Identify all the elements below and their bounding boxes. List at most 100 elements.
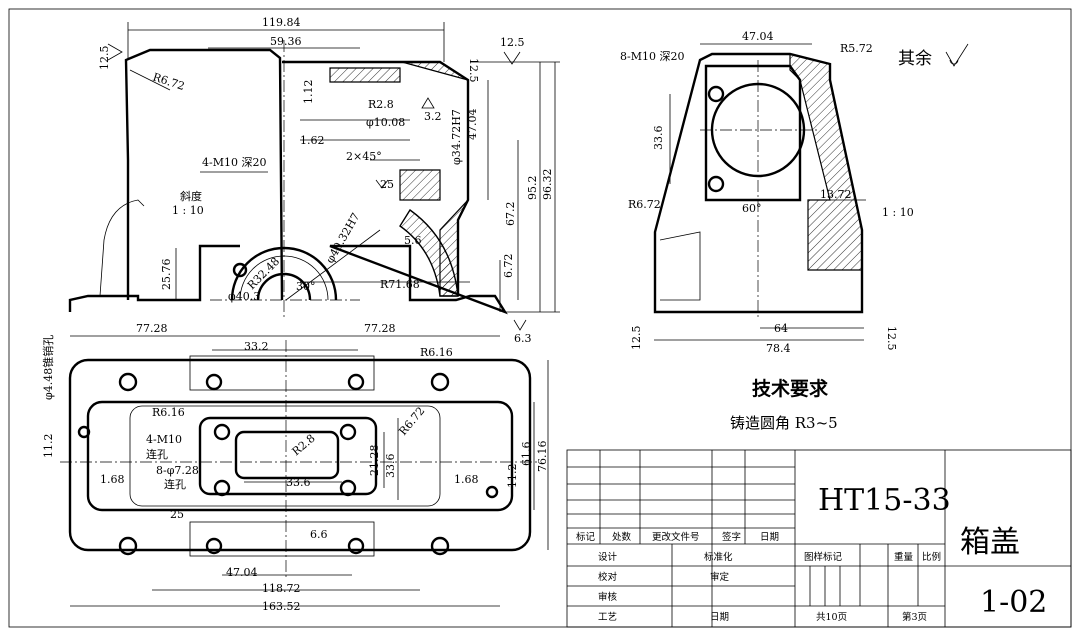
front-left-wall [124,48,284,301]
top-rough-25: 25 [170,508,184,521]
slope-ratio: 1 : 10 [172,204,204,217]
tb-date: 日期 [710,612,729,623]
slope-label: 斜度 [180,189,202,203]
tb-sheets-total: 共10页 [816,612,847,623]
front-hatch-arc [399,208,459,297]
rest-roughness-symbol [945,43,969,67]
top-dim-r6-72: R6.72 [396,404,427,437]
top-dim-21-28: 21.28 [368,445,381,477]
top-hole-2 [430,372,450,392]
dim-47-04: 47.04 [466,109,479,141]
dim-67-2: 67.2 [504,202,517,227]
thread-note-front: 4-M10 深20 [202,156,266,169]
top-hole-3 [118,536,138,556]
top-window [234,430,340,480]
top-dim-r6-16-b: R6.16 [152,406,185,419]
tb-design: 设计 [598,551,618,563]
dim-phi-34-72: φ34.72H7 [450,109,463,165]
top-dim-61-6: 61.6 [520,442,533,467]
tb-part-name: 箱盖 [960,525,1020,560]
top-thread-hole-1 [213,423,231,441]
top-upper-tab [189,355,375,391]
top-lower-tab [189,521,375,557]
dim-95-2: 95.2 [526,176,539,201]
dim-96-32: 96.32 [541,169,554,201]
side-thread-note: 8-M10 深20 [620,50,684,63]
dim-119-84: 119.84 [262,16,301,29]
tb-check: 校对 [598,571,618,583]
top-dim-r6-16-a: R6.16 [420,346,453,359]
top-dim-77-28-right: 77.28 [364,322,396,335]
dim-6-72: 6.72 [502,254,515,279]
tb-code: HT15-33 [818,483,951,518]
tb-audit: 审核 [598,591,618,603]
side-dim-78-4: 78.4 [766,342,791,355]
front-bolt-hole [232,262,248,278]
rough-12-5-right: 12.5 [500,36,525,49]
side-hole-bottom [707,175,725,193]
side-rough-12-5-left: 12.5 [630,326,643,351]
top-taper-pin-label: φ4.48锥销孔 [41,335,55,400]
front-left-curve [99,199,145,297]
top-inner-outline [86,400,514,512]
top-dim-76-16: 76.16 [536,441,549,473]
rough-12-5-left: 12.5 [98,46,111,71]
dim-chamfer: 2×45° [346,150,382,163]
dim-25-76: 25.76 [160,259,173,291]
side-dim-60: 60° [742,202,762,215]
rough-25-front: 25 [380,178,394,191]
dim-1-12: 1.12 [302,80,315,105]
tb-scale: 比例 [922,551,941,563]
side-dim-33-6: 33.6 [652,126,665,151]
top-dim-r2-8: R2.8 [290,432,318,459]
tb-standard: 标准化 [704,551,733,563]
rough-6-3: 6.3 [514,332,532,345]
tech-req-title: 技术要求 [752,377,829,400]
side-dim-13-72: 13.72 [820,188,852,201]
side-hole-top [707,85,725,103]
top-thread-note-2: 连孔 [146,448,168,461]
top-hole-note-1: 8-φ7.28 [156,464,199,477]
top-dim-6-6: 6.6 [310,528,328,541]
tb-weight: 重量 [894,551,914,563]
tb-review: 审定 [710,571,730,583]
side-dim-47-04: 47.04 [742,30,774,43]
dim-59-36: 59.36 [270,35,302,48]
top-inner-rib [129,405,441,507]
top-dim-1-68-b: 1.68 [454,473,479,486]
top-taper-pin-hole [77,425,91,439]
sheet-border [8,8,1072,628]
side-slope: 1 : 10 [882,206,914,219]
dim-r2-8: R2.8 [368,98,394,111]
top-hole-note-2: 连孔 [164,478,186,491]
tb-header-sign: 签字 [722,531,741,543]
side-view: 8-M10 深20 47.04 R5.72 33.6 R6.72 60° 13.… [620,30,969,355]
side-dim-r5-72: R5.72 [840,42,873,55]
top-dim-33-6: 33.6 [286,476,311,489]
top-boss [198,416,378,496]
tb-drawing-no: 1-02 [980,585,1047,620]
front-view: 119.84 59.36 R6.72 R2.8 1.12 φ10.08 3.2 … [68,16,560,345]
top-hole-1 [118,372,138,392]
tb-header-mark: 标记 [576,531,596,543]
roughness-symbols-front [107,43,527,331]
top-dim-163-52: 163.52 [262,600,301,613]
top-dim-11-2-a: 11.2 [42,434,55,459]
top-dim-47-04: 47.04 [226,566,258,579]
top-flange-outline [68,358,532,552]
front-hatch-mid [399,169,441,201]
front-hatch-top [329,67,401,83]
side-left-rib [659,231,701,301]
top-dim-118-72: 118.72 [262,582,301,595]
tb-header-change: 更改文件号 [652,531,700,543]
top-hole-4 [430,536,450,556]
dim-30-deg: 30° [296,280,316,293]
front-base-outline [68,244,508,315]
rough-3-2: 3.2 [424,110,442,123]
side-rough-12-5-right: 12.5 [885,326,898,351]
rest-roughness-label: 其余 [898,49,932,69]
dim-phi-10-08: φ10.08 [366,116,405,129]
side-dim-64: 64 [774,322,788,335]
top-dim-1-68-a: 1.68 [100,473,125,486]
